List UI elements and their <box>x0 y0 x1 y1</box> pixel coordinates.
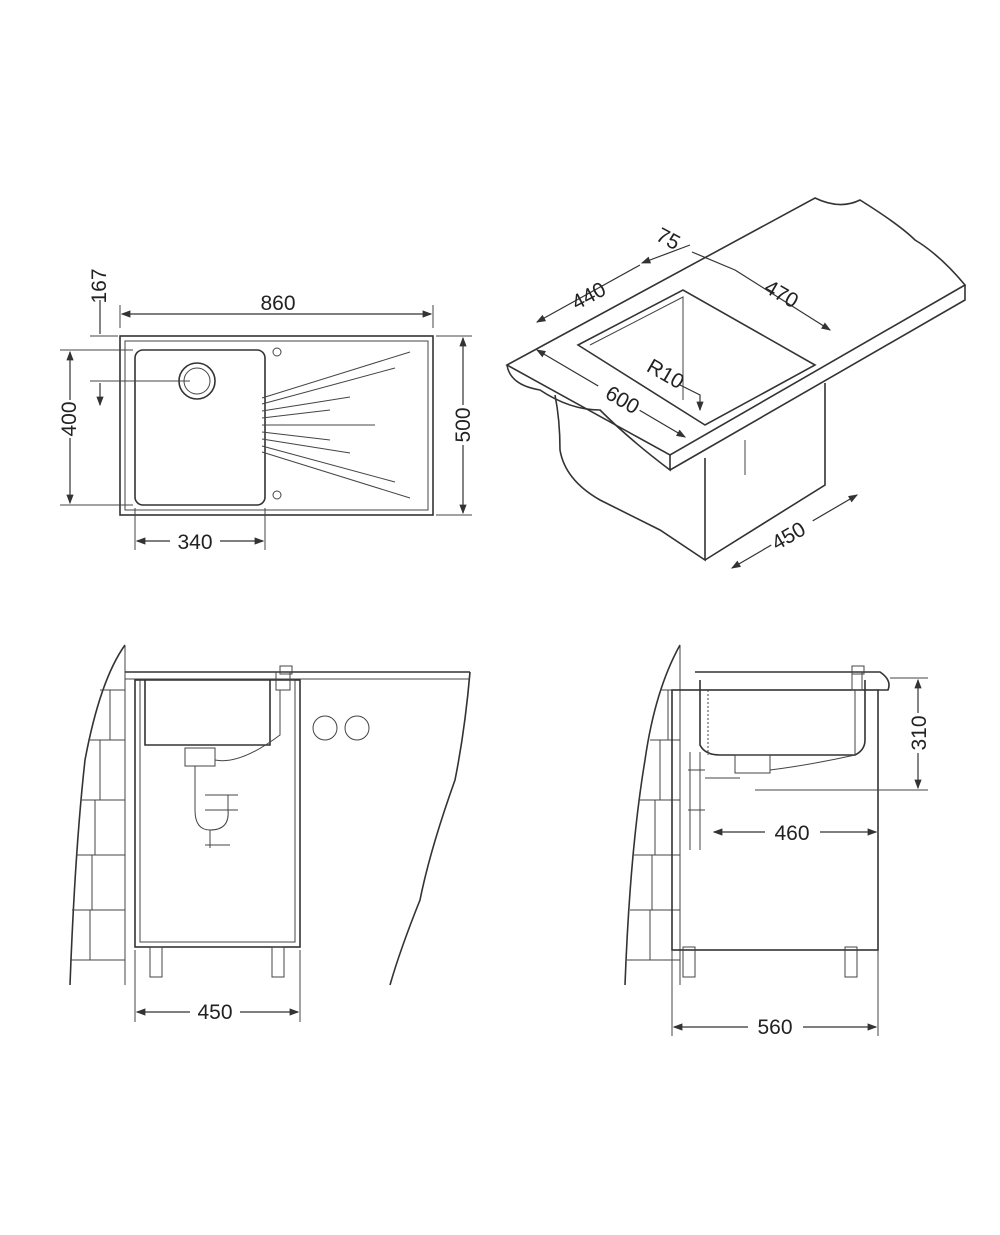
dim-460: 460 <box>774 822 809 845</box>
countertop <box>505 197 967 456</box>
tap-hole-icon <box>272 347 282 357</box>
socket-icon <box>344 715 370 741</box>
dim-440: 440 <box>568 278 610 315</box>
drainboard-grooves <box>261 351 411 499</box>
isometric-view: 75 440 470 R10 600 450 <box>505 197 967 569</box>
socket-icon <box>312 715 338 741</box>
wall-outline <box>69 644 126 986</box>
dim-75: 75 <box>652 224 683 255</box>
drain-fitting <box>734 754 771 774</box>
sink-bowl <box>699 680 866 756</box>
dim-500: 500 <box>452 407 475 442</box>
drain-fitting <box>184 747 216 767</box>
dim-470: 470 <box>760 276 802 313</box>
countertop <box>695 671 890 691</box>
cabinet <box>134 679 301 948</box>
overflow-pipe <box>214 672 291 762</box>
bowl-outline <box>134 349 266 506</box>
brick-wall <box>70 645 126 985</box>
siphon-trap <box>688 752 740 850</box>
cabinet-leg <box>682 946 696 978</box>
dim-167: 167 <box>88 268 111 303</box>
side-view: 310 460 560 <box>624 644 931 1039</box>
dim-340: 340 <box>177 531 212 554</box>
dim-560: 560 <box>757 1016 792 1039</box>
cabinet <box>671 689 879 951</box>
dim-860: 860 <box>260 292 295 315</box>
wall-outline <box>624 644 681 986</box>
plan-view: 860 167 400 500 340 <box>56 268 476 554</box>
dim-450-front: 450 <box>197 1001 232 1024</box>
dim-400: 400 <box>58 401 81 436</box>
sink-bowl <box>144 680 271 746</box>
sink-outline <box>119 335 434 516</box>
dim-r10: R10 <box>643 355 688 394</box>
overflow-hole-icon <box>272 490 282 500</box>
brick-wall <box>627 645 681 985</box>
front-view: 450 <box>69 644 471 1024</box>
siphon-trap <box>194 766 238 848</box>
dim-310: 310 <box>908 715 931 750</box>
cabinet-leg <box>271 946 285 978</box>
cabinet-leg <box>149 946 163 978</box>
cabinet-leg <box>844 946 858 978</box>
